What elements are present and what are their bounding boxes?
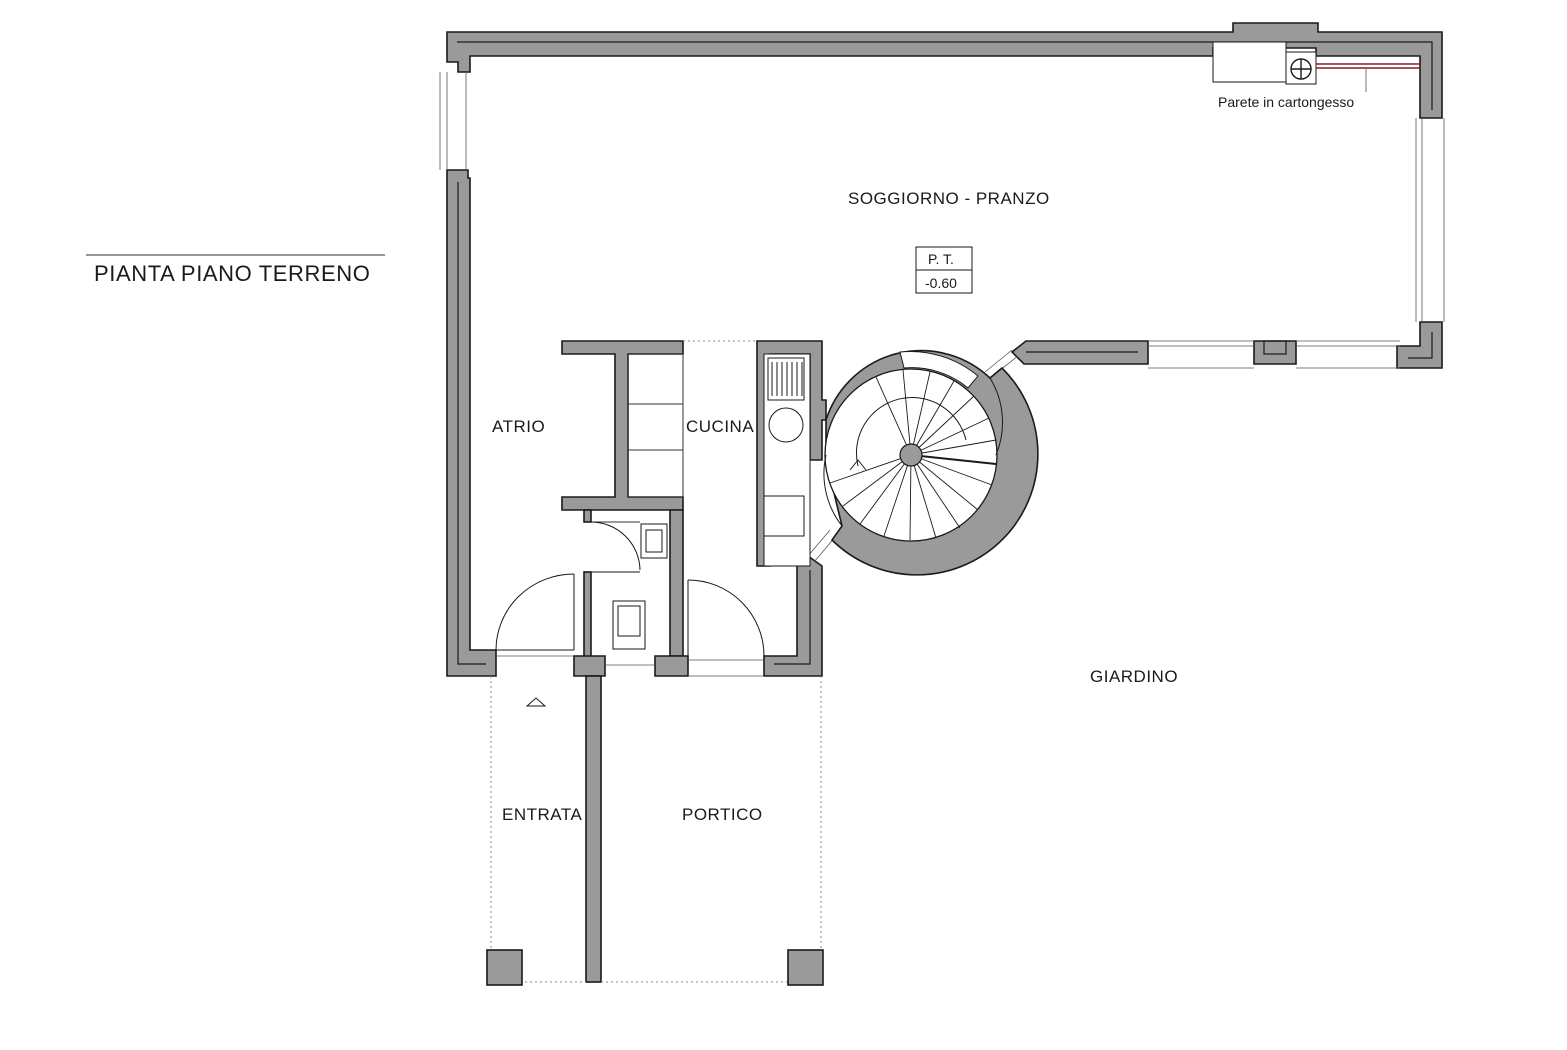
doors xyxy=(495,340,765,677)
bath-fixtures xyxy=(590,521,668,650)
glazing xyxy=(439,72,1445,369)
drywall-note: Parete in cartongesso xyxy=(1218,94,1354,110)
level-tag xyxy=(915,246,973,294)
plan-title: PIANTA PIANO TERRENO xyxy=(94,261,370,286)
kitchen-fixtures xyxy=(763,353,811,567)
exterior-walls xyxy=(446,22,1443,677)
room-label-cucina: CUCINA xyxy=(686,417,754,436)
portico xyxy=(486,675,824,986)
drywall-detail xyxy=(1212,41,1420,92)
room-label-atrio: ATRIO xyxy=(492,417,545,436)
spiral-staircase xyxy=(823,349,1039,576)
room-label-soggiorno: SOGGIORNO - PRANZO xyxy=(848,189,1050,208)
level-tag-value: -0.60 xyxy=(925,275,957,291)
room-label-entrata: ENTRATA xyxy=(502,805,582,824)
level-tag-label: P. T. xyxy=(928,251,954,267)
room-label-giardino: GIARDINO xyxy=(1090,667,1178,686)
room-label-portico: PORTICO xyxy=(682,805,763,824)
